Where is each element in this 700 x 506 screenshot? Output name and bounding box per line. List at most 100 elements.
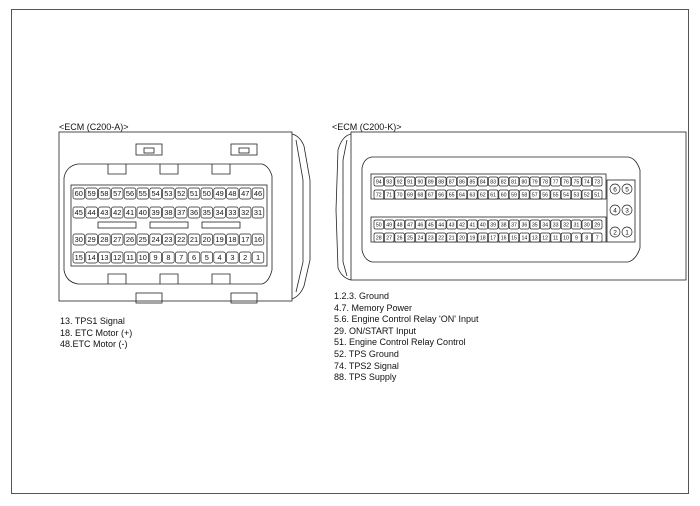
- pin-cell: [477, 189, 488, 200]
- pin-cell: [239, 251, 252, 264]
- pin-cell: [540, 176, 551, 187]
- pin-number: 41: [470, 222, 476, 228]
- pin-cell: [415, 232, 426, 243]
- connector-a-body: [58, 131, 311, 304]
- pin-cell: [175, 233, 188, 246]
- pin-number: 74: [584, 179, 590, 185]
- pin-number: 62: [480, 192, 486, 198]
- pin-number: 68: [418, 192, 424, 198]
- pin-number: 2: [243, 253, 247, 262]
- pin-cell: [251, 251, 265, 264]
- pin-number: 87: [449, 179, 455, 185]
- pin-number: 44: [438, 222, 444, 228]
- pin-number: 26: [126, 235, 134, 244]
- pin-number: 73: [594, 179, 600, 185]
- pin-number: 75: [574, 179, 580, 185]
- pin-number: 42: [459, 222, 465, 228]
- note-line: 18. ETC Motor (+): [60, 327, 133, 338]
- pin-cell: [226, 251, 239, 264]
- pin-cell: [540, 232, 551, 243]
- pin-number: 53: [574, 192, 580, 198]
- pin-cell: [571, 189, 582, 200]
- pin-cell: [239, 187, 252, 200]
- pin-number: 32: [241, 208, 249, 217]
- pin-cell: [72, 233, 85, 246]
- side-pin-number: 3: [625, 207, 629, 214]
- pin-number: 47: [241, 189, 249, 198]
- side-pin-number: 4: [613, 207, 617, 214]
- pin-cell: [394, 176, 405, 187]
- pin-number: 15: [511, 235, 517, 241]
- connector-k-title: <ECM (C200-K)>: [332, 122, 402, 132]
- note-line: 52. TPS Ground: [334, 348, 399, 359]
- pin-number: 81: [511, 179, 517, 185]
- note-line: 1.2.3. Ground: [334, 291, 390, 301]
- pin-cell: [136, 251, 149, 264]
- pin-number: 57: [532, 192, 538, 198]
- pin-number: 46: [418, 222, 424, 228]
- pin-cell: [251, 206, 265, 219]
- pin-cell: [592, 219, 603, 230]
- side-pin-number: 5: [625, 186, 629, 193]
- pin-number: 12: [542, 235, 548, 241]
- pin-number: 16: [501, 235, 507, 241]
- pin-cell: [425, 219, 436, 230]
- pin-number: 21: [449, 235, 455, 241]
- pin-cell: [581, 176, 592, 187]
- pin-cell: [373, 176, 384, 187]
- pin-number: 11: [126, 253, 134, 262]
- pin-cell: [488, 176, 499, 187]
- pin-cell: [592, 189, 603, 200]
- pin-number: 45: [75, 208, 83, 217]
- pin-cell: [251, 233, 265, 246]
- pin-cell: [384, 176, 395, 187]
- pin-cell: [415, 219, 426, 230]
- pin-cell: [581, 219, 592, 230]
- pin-cell: [162, 233, 175, 246]
- pin-number: 11: [553, 235, 558, 241]
- pin-number: 43: [449, 222, 455, 228]
- pin-number: 86: [459, 179, 465, 185]
- pin-number: 8: [585, 235, 588, 241]
- pin-cell: [187, 187, 201, 200]
- pin-cell: [550, 232, 561, 243]
- pin-number: 37: [177, 208, 185, 217]
- pin-cell: [187, 233, 201, 246]
- pin-cell: [436, 232, 447, 243]
- pin-cell: [239, 206, 252, 219]
- pin-cell: [123, 233, 137, 246]
- pin-number: 78: [542, 179, 548, 185]
- pin-number: 13: [532, 235, 538, 241]
- pin-cell: [175, 251, 188, 264]
- pin-number: 50: [203, 189, 211, 198]
- pin-cell: [226, 187, 239, 200]
- pin-number: 30: [584, 222, 590, 228]
- pin-cell: [72, 206, 85, 219]
- side-pin-cell: [609, 183, 621, 195]
- pin-cell: [529, 189, 540, 200]
- pin-number: 38: [164, 208, 172, 217]
- pin-number: 6: [192, 253, 196, 262]
- pin-number: 20: [459, 235, 465, 241]
- pin-number: 58: [100, 189, 108, 198]
- pin-cell: [519, 176, 530, 187]
- pin-number: 14: [87, 253, 95, 262]
- pin-number: 1: [256, 253, 260, 262]
- pin-cell: [98, 187, 111, 200]
- side-pin-number: 2: [613, 229, 617, 236]
- pin-cell: [415, 176, 426, 187]
- pin-cell: [187, 206, 201, 219]
- pin-cell: [200, 206, 213, 219]
- pin-cell: [560, 232, 572, 243]
- pin-number: 44: [87, 208, 95, 217]
- pin-number: 42: [113, 208, 121, 217]
- pin-number: 24: [151, 235, 159, 244]
- pin-cell: [488, 232, 499, 243]
- pin-cell: [175, 187, 188, 200]
- pin-number: 10: [139, 253, 147, 262]
- pin-number: 32: [563, 222, 569, 228]
- pin-number: 47: [407, 222, 413, 228]
- pin-number: 76: [563, 179, 569, 185]
- pin-number: 19: [215, 235, 223, 244]
